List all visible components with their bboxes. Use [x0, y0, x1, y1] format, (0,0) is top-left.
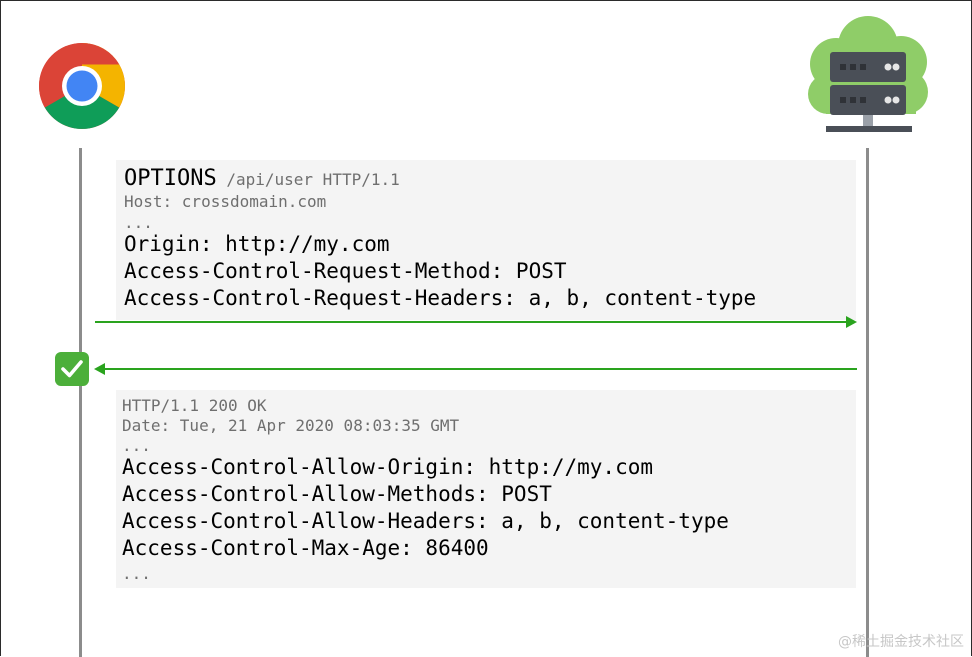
response-ellipsis-bottom: ... — [122, 564, 151, 583]
server-lifeline — [866, 148, 869, 657]
response-allow-methods: Access-Control-Allow-Methods: POST — [122, 482, 552, 506]
response-max-age: Access-Control-Max-Age: 86400 — [122, 536, 489, 560]
request-path: /api/user HTTP/1.1 — [216, 170, 400, 189]
request-acr-method: Access-Control-Request-Method: POST — [124, 259, 567, 283]
check-badge-icon — [55, 352, 89, 386]
request-host: Host: crossdomain.com — [124, 192, 327, 211]
request-ellipsis: ... — [124, 213, 153, 232]
watermark: @稀土掘金技术社区 — [838, 634, 964, 650]
preflight-response-box: HTTP/1.1 200 OK Date: Tue, 21 Apr 2020 0… — [116, 390, 856, 588]
chrome-logo-icon — [39, 43, 125, 129]
response-status: HTTP/1.1 200 OK — [122, 396, 267, 415]
response-allow-headers: Access-Control-Allow-Headers: a, b, cont… — [122, 509, 729, 533]
request-acr-headers: Access-Control-Request-Headers: a, b, co… — [124, 286, 757, 310]
preflight-request-box: OPTIONS /api/user HTTP/1.1 Host: crossdo… — [116, 160, 856, 320]
request-origin: Origin: http://my.com — [124, 232, 390, 256]
browser-lifeline — [79, 148, 82, 657]
request-line: OPTIONS /api/user HTTP/1.1 — [124, 166, 400, 191]
cloud-server-icon — [808, 16, 928, 132]
response-date: Date: Tue, 21 Apr 2020 08:03:35 GMT — [122, 416, 460, 435]
response-ellipsis-top: ... — [122, 436, 151, 455]
request-method: OPTIONS — [124, 166, 217, 191]
response-allow-origin: Access-Control-Allow-Origin: http://my.c… — [122, 455, 654, 479]
request-arrow — [95, 316, 857, 328]
response-arrow — [94, 363, 857, 375]
